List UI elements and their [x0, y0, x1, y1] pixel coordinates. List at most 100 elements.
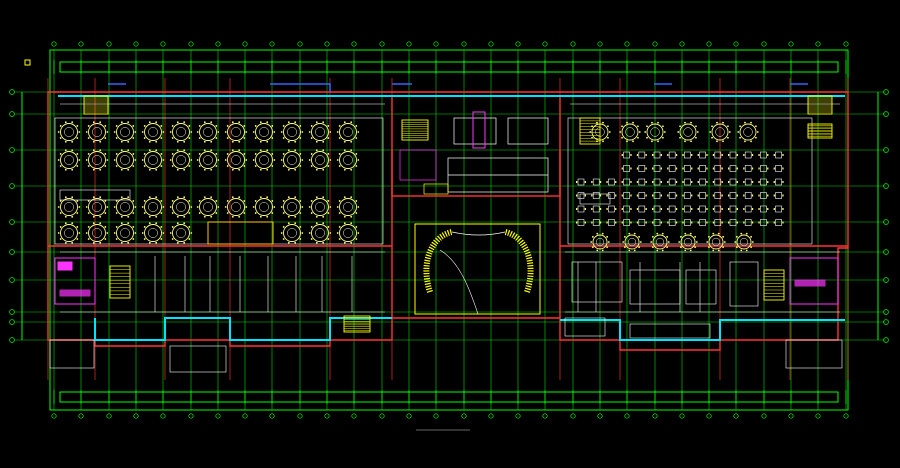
chair — [127, 215, 130, 218]
grid-bubble-icon — [488, 41, 494, 47]
chair — [706, 167, 708, 170]
chair — [315, 215, 318, 218]
grid-bubble-icon — [461, 41, 467, 47]
table-top — [715, 127, 725, 137]
chair — [697, 208, 699, 210]
grid-bubble-icon — [815, 41, 821, 47]
chair — [327, 153, 330, 155]
chair — [736, 154, 738, 156]
square-table-icon — [668, 165, 676, 172]
chair — [682, 221, 684, 224]
south-glazing-right — [560, 319, 845, 341]
chair — [734, 241, 737, 243]
chair — [751, 221, 754, 224]
chair — [327, 137, 330, 139]
chair — [626, 121, 628, 124]
chair — [773, 194, 775, 197]
chair — [99, 149, 102, 152]
round-table-icon — [172, 224, 190, 242]
toilet-left — [54, 257, 96, 305]
chair — [215, 165, 218, 167]
round-table-icon — [711, 123, 729, 141]
chair — [224, 159, 227, 161]
grid-bubble-icon — [297, 413, 303, 419]
chair — [132, 200, 135, 202]
chair — [651, 140, 653, 143]
chair — [638, 131, 641, 133]
chair — [336, 206, 339, 208]
chair — [691, 194, 693, 197]
grid-bubble-icon — [406, 41, 412, 47]
round-table-icon — [60, 224, 78, 242]
grid-bubble-icon — [9, 319, 15, 325]
chair — [712, 154, 715, 156]
chair — [238, 215, 241, 218]
chair — [652, 194, 654, 197]
chair — [706, 194, 708, 197]
chair — [755, 136, 757, 139]
chair — [203, 196, 206, 199]
square-table-icon — [684, 178, 691, 186]
toilet-fixture — [57, 261, 73, 271]
chair — [576, 194, 578, 197]
top-dimension-chain — [59, 61, 839, 73]
square-table-icon — [668, 178, 676, 186]
chair — [287, 140, 290, 143]
chair — [327, 238, 330, 240]
curved-stair-right — [504, 229, 534, 293]
chair — [678, 241, 681, 243]
chair — [694, 235, 697, 238]
chair — [743, 194, 745, 197]
chair — [689, 249, 692, 252]
chair — [160, 200, 163, 202]
chair — [76, 200, 79, 202]
chair — [667, 181, 669, 183]
chair — [728, 154, 730, 156]
chair — [271, 200, 274, 202]
chair — [644, 131, 647, 133]
chair — [338, 212, 341, 214]
chair — [57, 232, 60, 234]
grid-bubble-icon — [9, 309, 15, 315]
round-table-icon — [88, 224, 106, 242]
chair — [160, 226, 163, 228]
chair — [243, 125, 246, 127]
chair — [652, 221, 654, 224]
stair-icon — [763, 269, 785, 301]
chair — [343, 121, 346, 124]
chair — [660, 154, 662, 156]
table-top — [625, 127, 635, 137]
chair — [282, 153, 285, 155]
chair — [666, 235, 669, 238]
chair — [638, 235, 641, 238]
chair — [280, 159, 283, 161]
chair — [621, 154, 623, 156]
chair — [751, 208, 754, 210]
chair — [78, 159, 81, 161]
meeting-room — [571, 261, 623, 303]
square-table-icon — [744, 151, 752, 159]
round-table-icon — [144, 151, 162, 169]
chair — [684, 232, 687, 235]
chair — [645, 208, 647, 210]
chair — [716, 121, 718, 124]
chair — [210, 121, 213, 124]
chair — [308, 131, 311, 133]
chair — [695, 241, 698, 243]
chair — [630, 181, 632, 183]
chair — [143, 238, 146, 240]
chair — [299, 125, 302, 127]
chair — [639, 241, 642, 243]
chair — [343, 222, 346, 225]
kitchen-equipment — [399, 117, 549, 195]
square-table-icon — [684, 219, 691, 226]
chair — [71, 140, 74, 143]
chair — [87, 165, 90, 167]
curved-stair-left — [423, 229, 453, 293]
chair — [115, 125, 118, 127]
round-table-icon — [199, 198, 217, 216]
chair — [707, 246, 710, 249]
chair — [691, 154, 693, 156]
table-top — [203, 155, 213, 165]
chair — [736, 208, 738, 210]
